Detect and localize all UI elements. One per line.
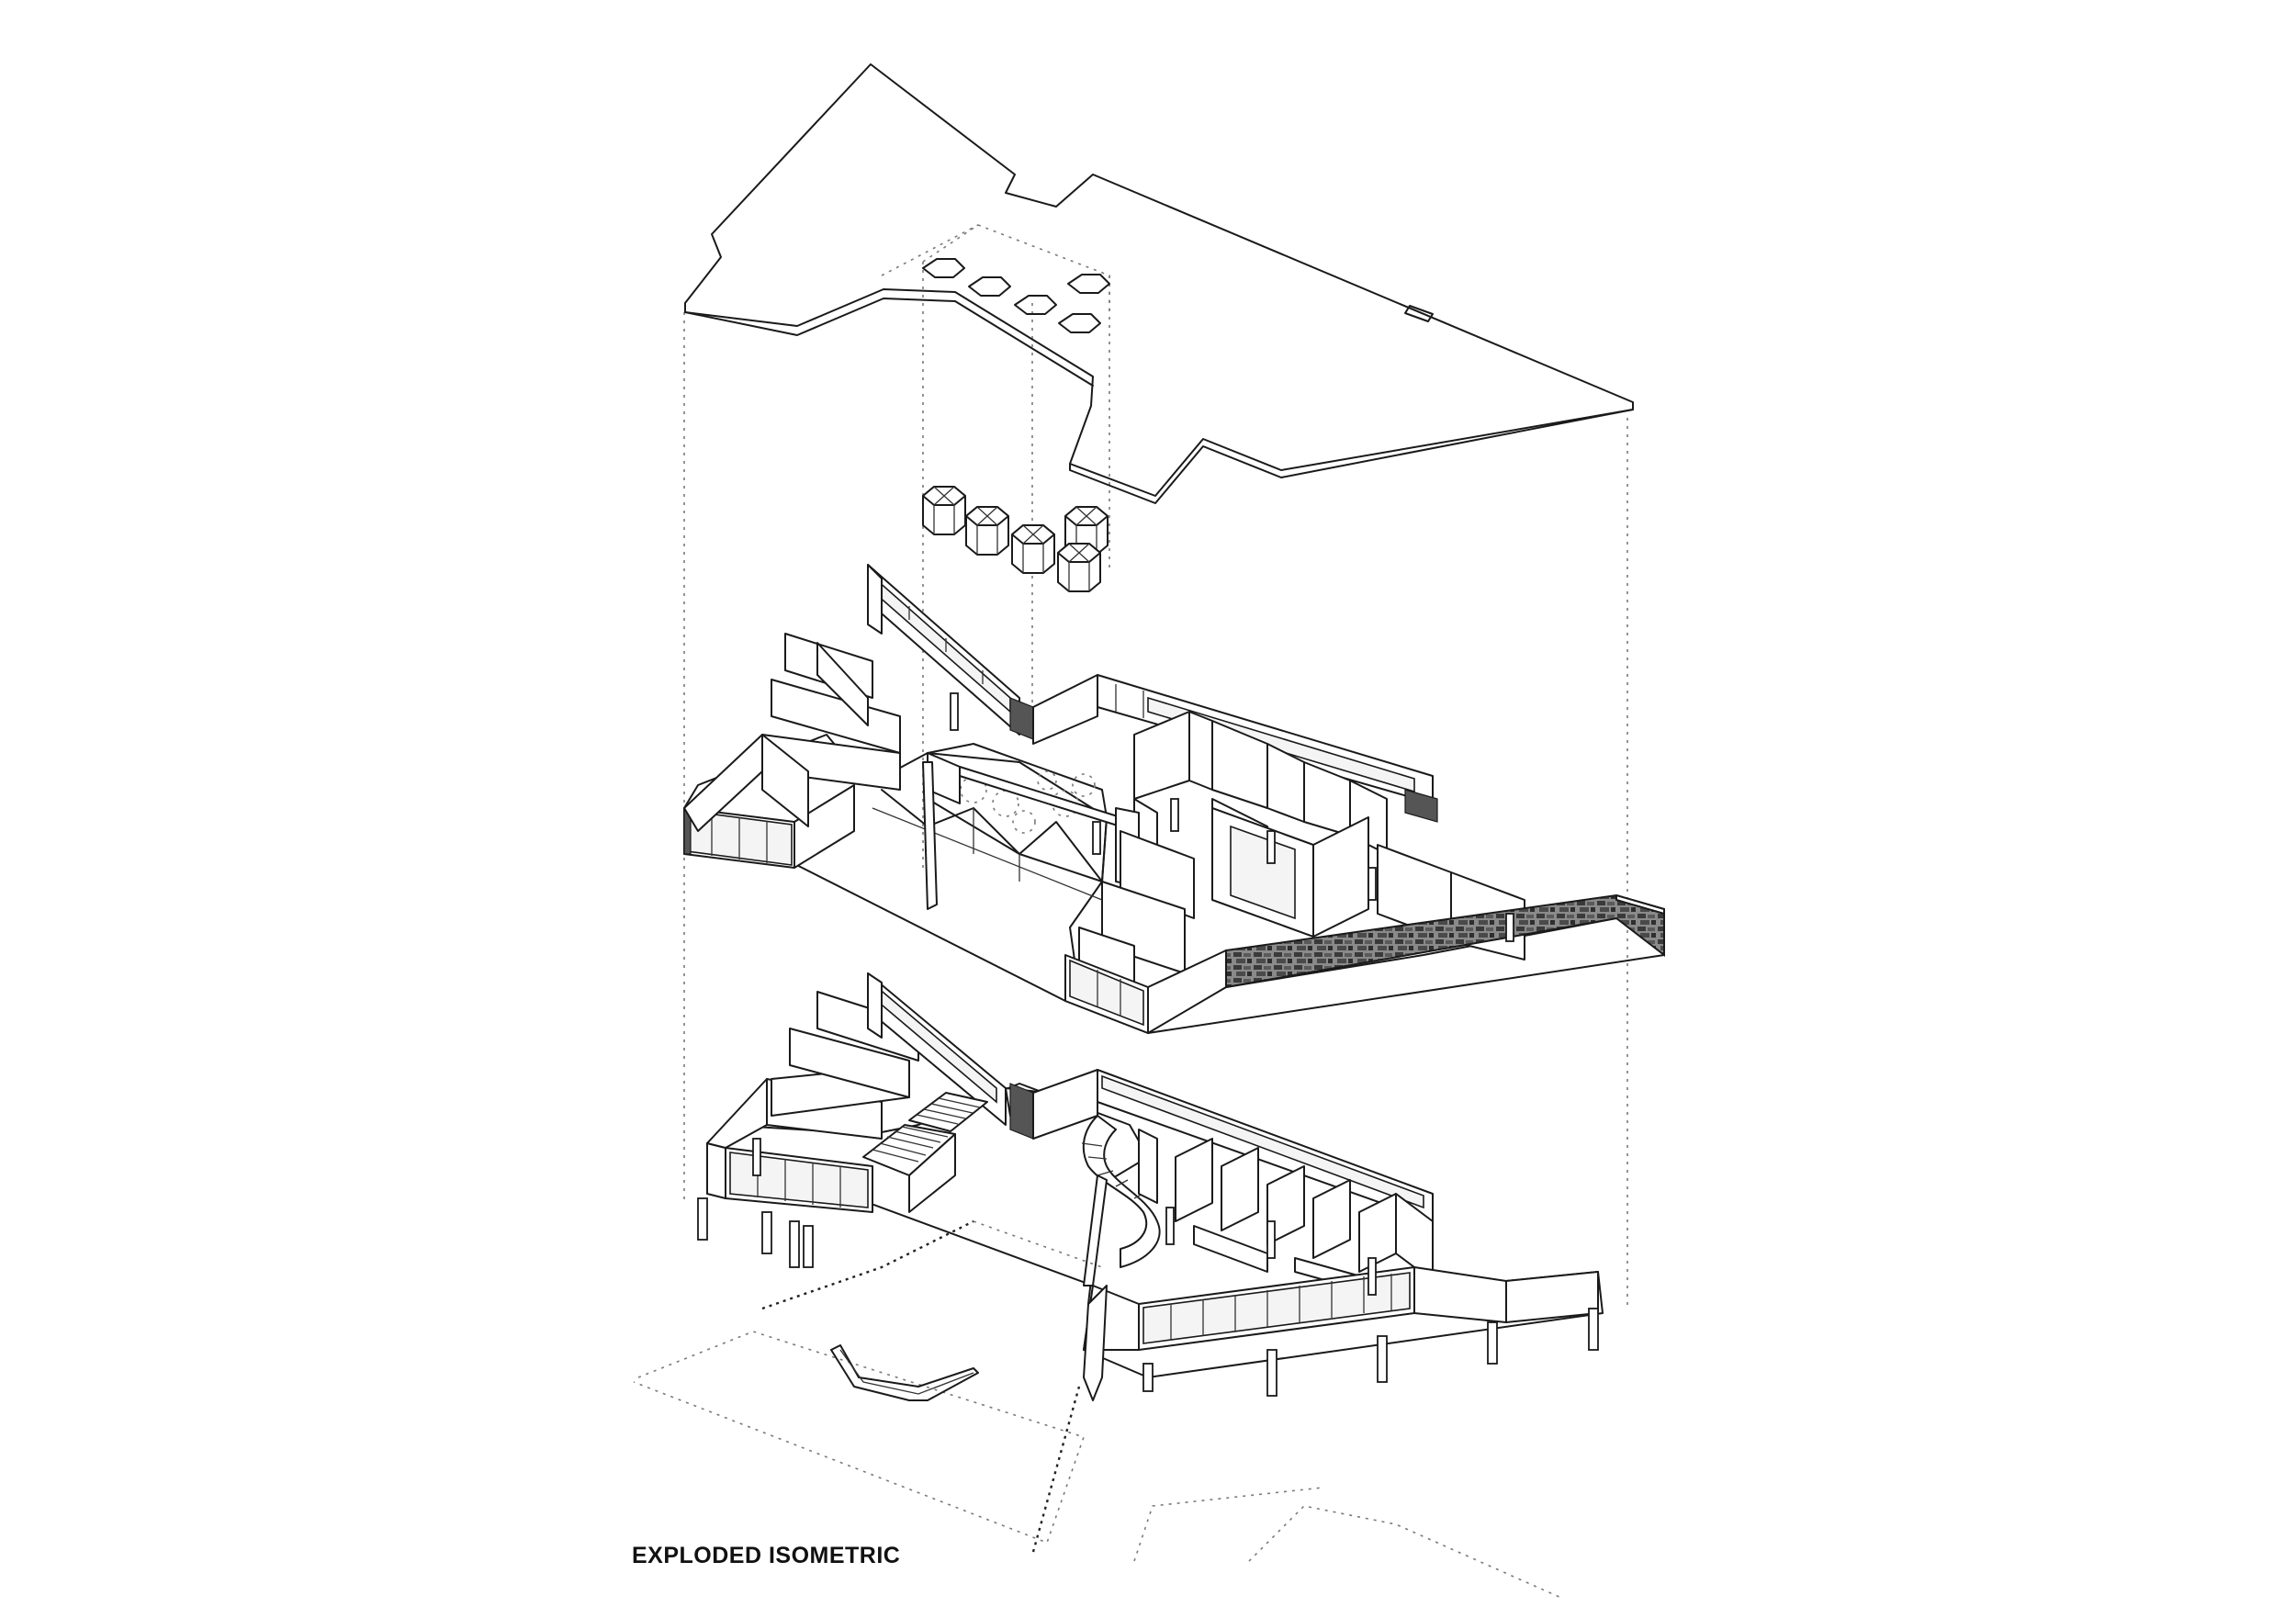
skylight-drums	[922, 486, 1109, 592]
skylight-hexagon	[1014, 295, 1057, 315]
skylight-hexagon	[922, 258, 965, 278]
diagram-title: EXPLODED ISOMETRIC	[632, 1543, 901, 1568]
ground-floor	[697, 972, 1604, 1401]
site-plane	[633, 1219, 1562, 1599]
skylight-drum	[922, 486, 966, 535]
reflecting-pool	[830, 1344, 979, 1401]
ground-columns	[697, 1138, 1599, 1397]
skylight-hexagon	[968, 276, 1011, 297]
upper-columns	[950, 692, 1514, 942]
courtyard	[927, 743, 1108, 882]
roof-outline	[684, 63, 1634, 497]
upper-floor	[683, 564, 1665, 1034]
skylight-drum	[1011, 524, 1055, 574]
skylight-drum	[965, 506, 1009, 556]
roof-skylights	[922, 258, 1110, 333]
skylight-hexagon	[1058, 313, 1101, 333]
west-stair	[862, 1092, 988, 1213]
entry-ramp	[1083, 1285, 1108, 1401]
skylight-hexagon	[1067, 274, 1110, 294]
skylight-drum	[1057, 543, 1101, 592]
roof-level	[684, 63, 1634, 504]
projection-lines	[683, 224, 1628, 1309]
roof-slot	[1404, 305, 1434, 322]
